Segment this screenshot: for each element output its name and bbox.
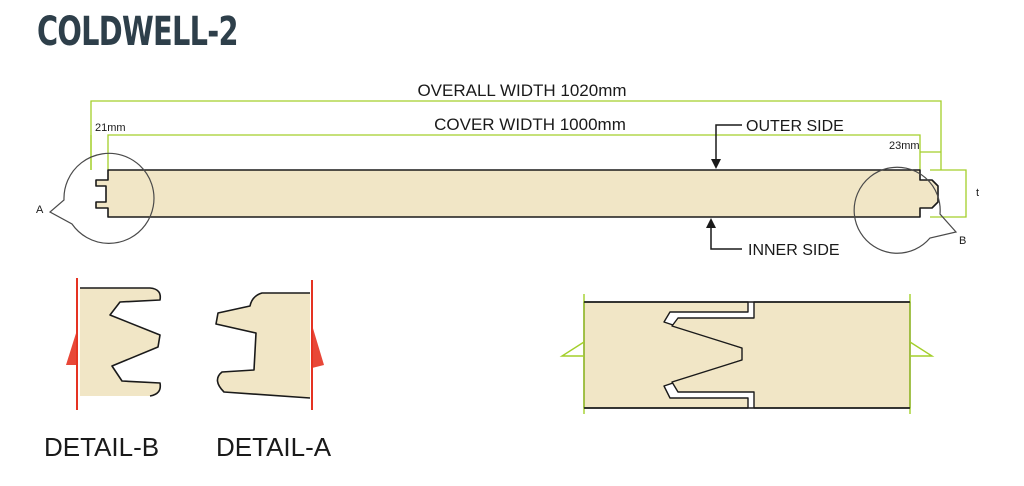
left-joint-label: 21mm bbox=[95, 122, 126, 134]
thickness-line bbox=[930, 169, 967, 218]
callout-b-bubble bbox=[853, 166, 958, 254]
sandwich-panel bbox=[95, 169, 939, 218]
outer-side-label: OUTER SIDE bbox=[746, 118, 844, 135]
detail-a-label: DETAIL-A bbox=[216, 432, 332, 462]
overall-width-label: OVERALL WIDTH 1020mm bbox=[417, 81, 626, 100]
inner-side-arrow bbox=[710, 226, 742, 250]
right-joint-label: 23mm bbox=[889, 140, 920, 152]
outer-side-arrowhead bbox=[711, 159, 721, 169]
callout-a-label: A bbox=[36, 204, 44, 216]
detail-b-label: DETAIL-B bbox=[44, 432, 159, 462]
dimension-lines bbox=[90, 100, 967, 218]
cover-width-line bbox=[107, 134, 921, 170]
page-title: COLDWELL-2 bbox=[37, 9, 239, 55]
inner-side-arrowhead bbox=[706, 218, 716, 228]
callout-b-label: B bbox=[959, 235, 966, 247]
callout-a-bubble bbox=[48, 152, 155, 244]
cover-width-label: COVER WIDTH 1000mm bbox=[434, 115, 626, 134]
detail-a-drawing bbox=[215, 280, 324, 410]
outer-side-arrow bbox=[715, 124, 742, 162]
inner-side-label: INNER SIDE bbox=[748, 242, 840, 259]
detail-b-drawing bbox=[66, 278, 162, 410]
joint-detail-drawing bbox=[559, 294, 935, 414]
thickness-label: t bbox=[976, 187, 979, 199]
